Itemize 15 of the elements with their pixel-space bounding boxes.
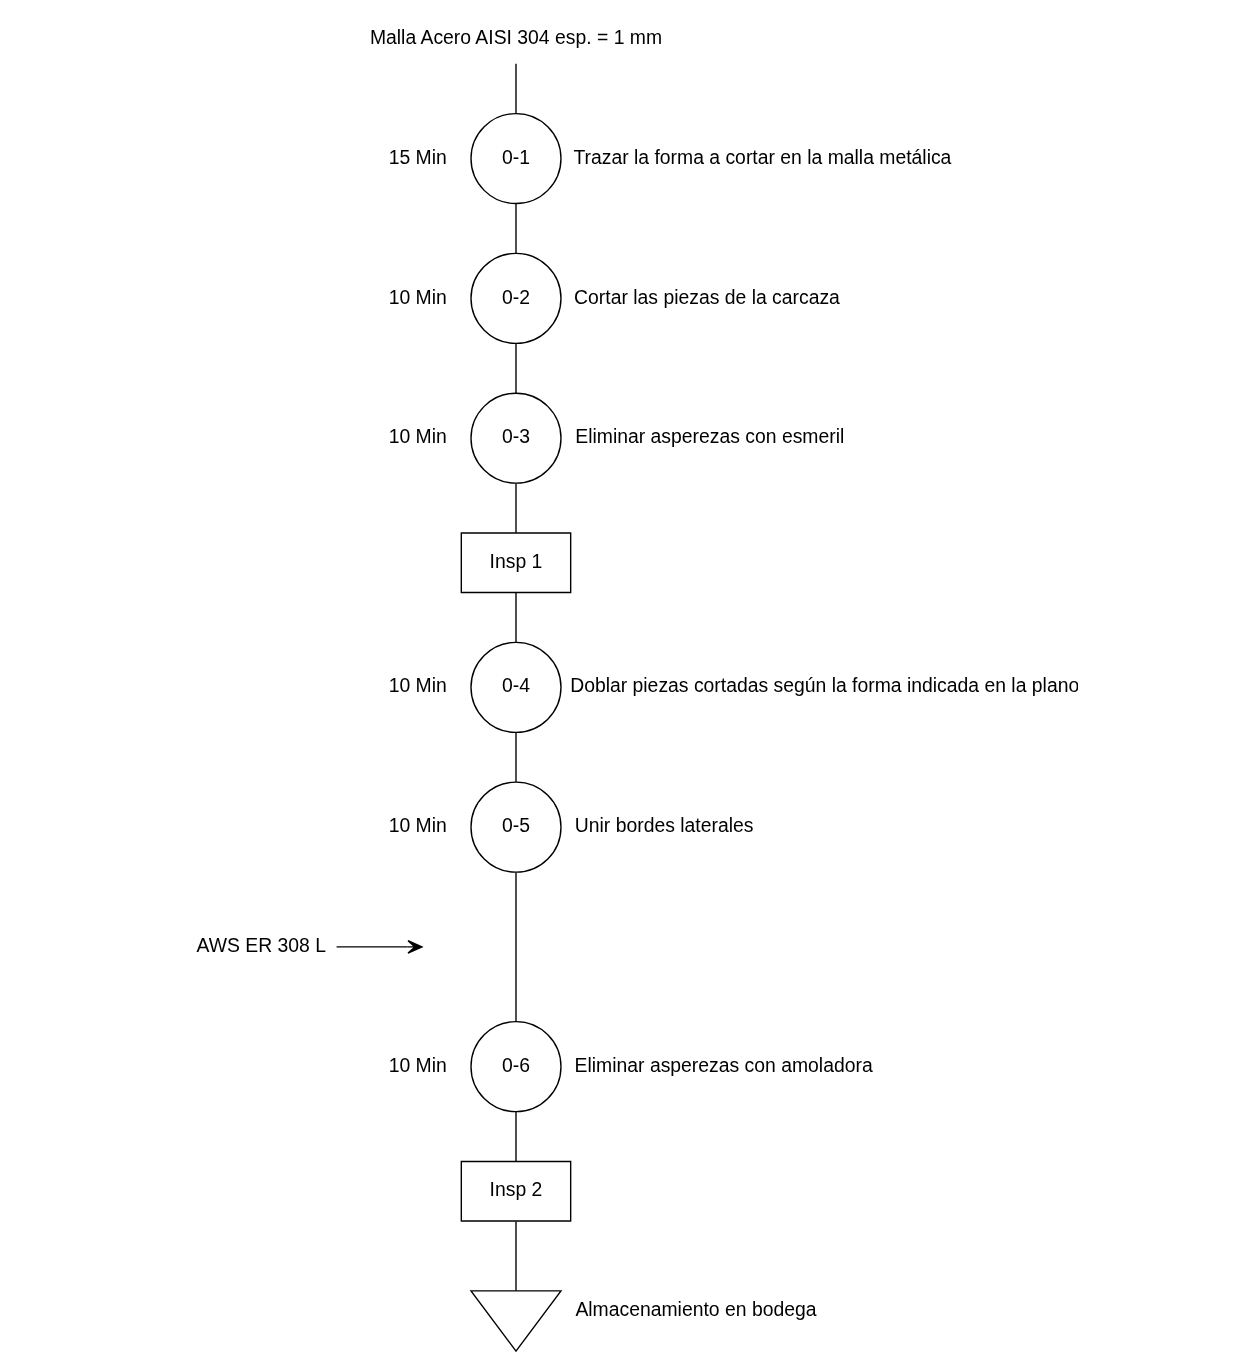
node-text: AWS ER 308 L <box>196 934 327 957</box>
node-label: 15 Min <box>388 145 447 168</box>
node-label: Almacenamiento en bodega <box>575 1298 817 1321</box>
node-label: 10 Min <box>388 425 447 448</box>
node-label: Eliminar asperezas con amoladora <box>574 1053 873 1076</box>
node-label: 10 Min <box>388 814 447 837</box>
node-label: 10 Min <box>388 674 447 697</box>
node-label: Doblar piezas cortadas según la forma indicada en la plano <box>570 674 1080 697</box>
node-label: Trazar la forma a cortar en la malla metálica <box>573 145 952 168</box>
node-label: Eliminar asperezas con esmeril <box>575 425 845 448</box>
node-label: 10 Min <box>388 285 447 308</box>
node-text: Malla Acero AISI 304 esp. = 1 mm <box>369 25 663 48</box>
node-label: Unir bordes laterales <box>574 814 754 837</box>
node-label: Cortar las piezas de la carcaza <box>574 285 840 308</box>
node-label: 10 Min <box>388 1053 447 1076</box>
